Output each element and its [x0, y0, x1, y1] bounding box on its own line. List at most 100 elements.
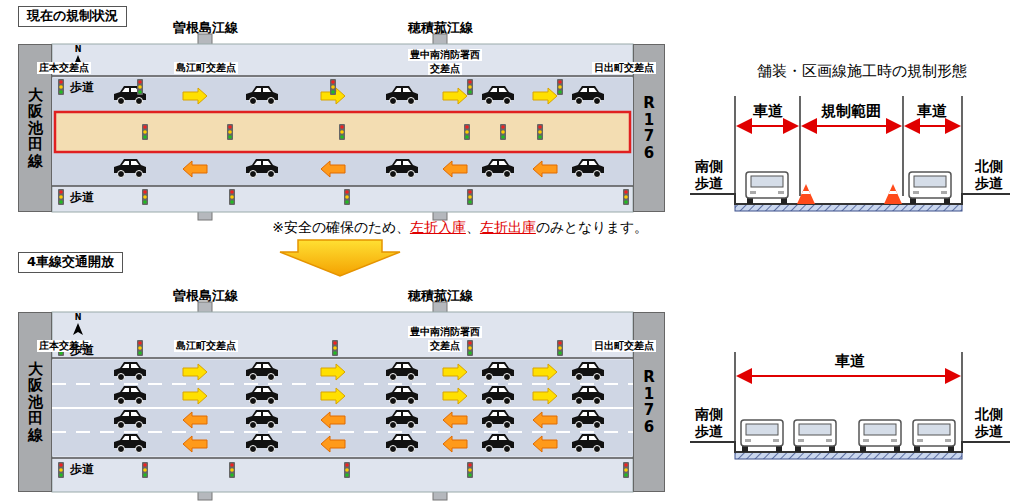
direction-arrow: [533, 388, 557, 404]
direction-arrow: [321, 388, 345, 404]
car-icon: [482, 159, 514, 178]
vehicle-front: [913, 420, 955, 452]
car-icon: [114, 159, 146, 178]
car-icon: [246, 434, 278, 453]
road-name: 穂積菰江線: [408, 288, 473, 304]
traffic-signal: [467, 189, 473, 205]
traffic-signal: [557, 79, 563, 95]
direction-arrow: [443, 88, 467, 104]
vehicle-front: [794, 420, 836, 452]
note-row: ※安全の確保のため、左折入庫、左折出庫のみとなります。: [0, 219, 920, 236]
traffic-signal: [500, 124, 506, 140]
car-icon: [572, 86, 604, 105]
traffic-signal: [142, 124, 148, 140]
road-bar: 大阪池田線: [18, 312, 52, 492]
traffic-signal: [137, 340, 143, 356]
direction-arrow: [443, 436, 467, 452]
traffic-signal: [467, 79, 473, 95]
direction-arrow: [443, 412, 467, 428]
note-emphasis: 左折出庫: [480, 219, 536, 236]
traffic-signal: [332, 340, 338, 356]
car-icon: [386, 362, 418, 381]
traffic-signal: [537, 124, 543, 140]
traffic-signal: [229, 462, 235, 478]
car-icon: [386, 86, 418, 105]
intersection-name: 豊中南消防署西: [408, 326, 482, 338]
car-icon: [114, 434, 146, 453]
traffic-signal: [344, 462, 350, 478]
sidewalk-label: 南側歩道: [694, 158, 725, 192]
traffic-signal: [467, 462, 473, 478]
note-text: ※安全の確保のため、: [272, 219, 410, 236]
intersection-name: 豊中南消防署西: [408, 49, 482, 61]
direction-arrow: [443, 364, 467, 380]
car-icon: [246, 362, 278, 381]
traffic-signal: [330, 79, 336, 95]
direction-arrow: [321, 412, 345, 428]
car-icon: [482, 434, 514, 453]
compass-letter: N: [75, 313, 82, 323]
heading-text: 現在の規制状況: [27, 8, 118, 23]
traffic-signal: [58, 189, 64, 205]
car-icon: [482, 410, 514, 429]
traffic-signal: [142, 189, 148, 205]
direction-arrow: [321, 436, 345, 452]
car-icon: [246, 159, 278, 178]
traffic-signal: [58, 79, 64, 95]
road-name: 大阪池田線: [28, 361, 43, 444]
direction-arrow: [533, 88, 557, 104]
direction-arrow: [321, 364, 345, 380]
sidewalk-label: 歩道: [70, 190, 94, 204]
traffic-signal: [58, 462, 64, 478]
heading-text: 4車線交通開放: [27, 254, 114, 269]
car-icon: [572, 410, 604, 429]
traffic-signal: [557, 340, 563, 356]
car-icon: [246, 410, 278, 429]
traffic-cone: [884, 184, 902, 204]
vehicle-front: [746, 172, 788, 204]
sidewalk-label: 北側歩道: [974, 158, 1005, 192]
dimension-label: 規制範囲: [821, 102, 881, 120]
compass-letter: N: [75, 45, 82, 55]
dimension-label: 車道: [835, 352, 865, 370]
car-icon: [572, 434, 604, 453]
dimension-label: 車道: [753, 102, 783, 120]
direction-arrow: [533, 412, 557, 428]
intersection-name: 庄本交差点: [37, 62, 91, 74]
direction-arrow: [183, 88, 207, 104]
direction-arrow: [183, 412, 207, 428]
direction-arrow: [183, 388, 207, 404]
traffic-signal: [464, 124, 470, 140]
section-title: 舗装・区画線施工時の規制形態: [757, 62, 967, 80]
car-icon: [482, 386, 514, 405]
direction-arrow: [443, 388, 467, 404]
traffic-signal: [623, 189, 629, 205]
car-icon: [572, 159, 604, 178]
traffic-signal: [142, 462, 148, 478]
intersection-name: 島江町交差点: [174, 62, 238, 74]
note-text: のみとなります。: [536, 219, 648, 236]
direction-arrow: [443, 161, 467, 177]
intersection-name: 島江町交差点: [174, 340, 238, 352]
road-name: 穂積菰江線: [408, 20, 473, 36]
car-icon: [246, 386, 278, 405]
traffic-signal: [229, 189, 235, 205]
intersection-name: 交差点: [428, 340, 462, 352]
car-icon: [386, 410, 418, 429]
car-icon: [386, 159, 418, 178]
heading-box: 現在の規制状況: [18, 6, 127, 27]
car-icon: [246, 86, 278, 105]
car-icon: [482, 362, 514, 381]
heading-box: 4車線交通開放: [18, 252, 123, 273]
car-icon: [114, 410, 146, 429]
direction-arrow: [533, 436, 557, 452]
vehicle-front: [909, 172, 951, 204]
sidewalk-label: 歩道: [70, 343, 94, 357]
direction-arrow: [321, 88, 345, 104]
sidewalk-label: 歩道: [70, 462, 94, 476]
car-icon: [482, 86, 514, 105]
traffic-signal: [339, 124, 345, 140]
traffic-signal: [227, 124, 233, 140]
dimension-label: 車道: [917, 102, 947, 120]
